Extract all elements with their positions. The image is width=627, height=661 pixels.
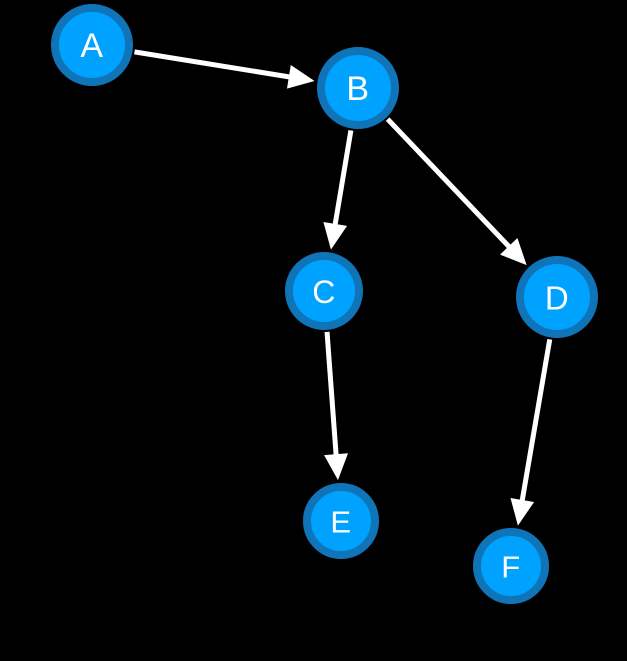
node-shape-f: [473, 528, 549, 604]
graph-arrowhead-a-b: [286, 64, 315, 89]
node-label-c: C: [312, 274, 336, 310]
node-shape-e: [303, 483, 379, 559]
node-label-b: B: [346, 70, 369, 108]
nodes-layer: A B C D E F: [51, 4, 598, 604]
node-shape-d: [516, 256, 598, 338]
graph-arrowhead-b-d: [500, 238, 527, 266]
node-label-d: D: [545, 280, 569, 317]
node-shape-a: [51, 4, 133, 86]
graph-edge-b-d: [385, 117, 514, 251]
graph-node-e[interactable]: E: [303, 483, 379, 559]
graph-edge-c-e: [324, 331, 339, 459]
node-shape-c: [285, 252, 363, 330]
graph-arrowhead-b-c: [323, 221, 348, 250]
graph-edge-d-f: [519, 338, 553, 505]
graph-node-a[interactable]: A: [51, 4, 133, 86]
graph-node-b[interactable]: B: [317, 47, 399, 129]
graph-edge-b-c: [332, 129, 354, 229]
node-label-e: E: [330, 505, 351, 540]
graph-arrowhead-d-f: [510, 497, 535, 526]
graph-node-c[interactable]: C: [285, 252, 363, 330]
node-label-a: A: [80, 27, 103, 65]
edges-layer: [134, 49, 553, 526]
graph-arrowhead-c-e: [324, 453, 349, 481]
node-label-f: F: [501, 550, 520, 585]
node-shape-b: [317, 47, 399, 129]
graph-node-d[interactable]: D: [516, 256, 598, 338]
graph-edge-a-b: [134, 49, 294, 80]
graph-node-f[interactable]: F: [473, 528, 549, 604]
